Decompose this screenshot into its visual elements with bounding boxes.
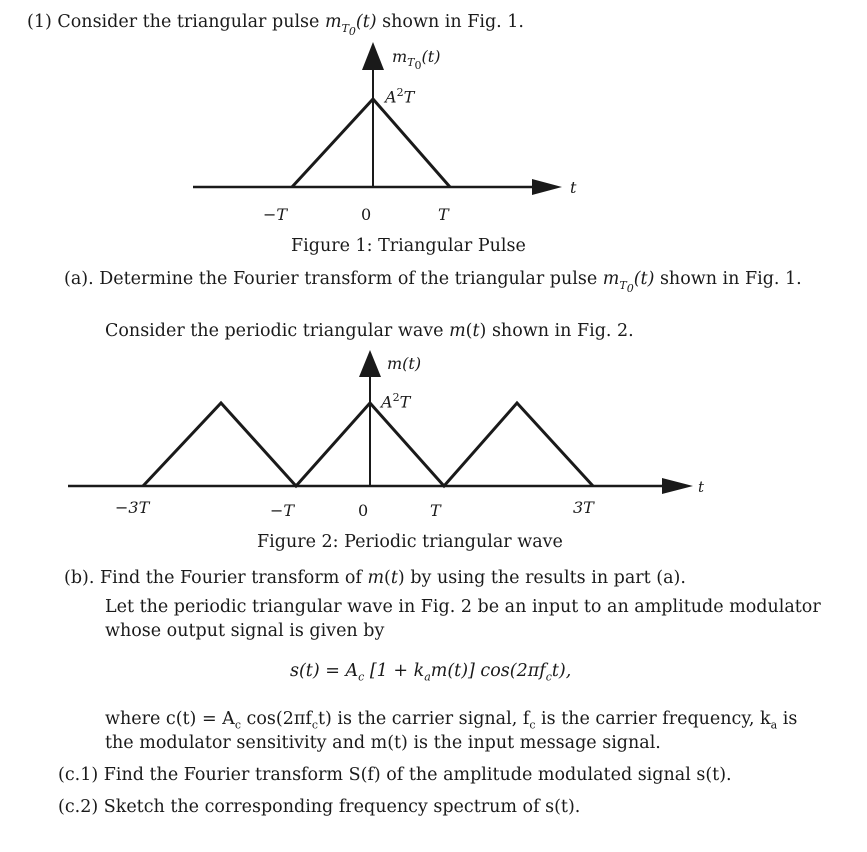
fig2-wave xyxy=(141,400,595,489)
fig2-tick-neg-t: −T xyxy=(270,501,295,520)
problem-intro-before: Consider the triangular pulse xyxy=(57,12,325,32)
fig1-triangle xyxy=(290,96,452,189)
fig2-x-arrow xyxy=(662,478,693,494)
fig1-x-arrow xyxy=(532,179,562,195)
fig2-tick-pos-t: T xyxy=(430,501,441,520)
fig2-x-label: t xyxy=(698,478,705,496)
part-c1-label: (c.1) xyxy=(58,765,99,785)
fig2-tick-zero: 0 xyxy=(358,501,369,520)
fig2-tick-pos-3t: 3T xyxy=(573,498,594,517)
where-line1: where c(t) = Ac cos(2πfct) is the carrie… xyxy=(105,709,798,732)
part-c2-text: Sketch the corresponding frequency spect… xyxy=(103,797,581,817)
part-c1-text: Find the Fourier transform S(f) of the a… xyxy=(103,765,732,785)
part-b-line1: (b). Find the Fourier transform of m(t) … xyxy=(64,568,686,588)
part-b-line2: Let the periodic triangular wave in Fig.… xyxy=(105,597,821,617)
fig1-caption: Figure 1: Triangular Pulse xyxy=(291,236,526,256)
part-b-label: (b). xyxy=(64,568,95,588)
part-a: (a). Determine the Fourier transform of … xyxy=(64,268,802,300)
fig1-tick-neg-t: −T xyxy=(263,205,288,224)
pulse-symbol: mT0(t) xyxy=(324,12,377,38)
part-c1: (c.1) Find the Fourier transform S(f) of… xyxy=(58,764,732,786)
part-c2: (c.2) Sketch the corresponding frequency… xyxy=(58,796,580,818)
consider-periodic: Consider the periodic triangular wave m(… xyxy=(105,321,634,341)
part-a-label: (a). xyxy=(64,269,94,289)
fig1-peak-label: A2T xyxy=(385,86,415,107)
fig1-y-label: mT0(t) xyxy=(392,47,441,73)
part-a-text-after: shown in Fig. 1. xyxy=(654,269,802,289)
problem-intro-after: shown in Fig. 1. xyxy=(376,12,524,32)
problem-number: (1) xyxy=(27,12,52,32)
fig2-y-arrow xyxy=(359,350,381,377)
where-line2: the modulator sensitivity and m(t) is th… xyxy=(105,733,661,753)
fig1-tick-pos-t: T xyxy=(438,205,449,224)
part-b-line3: whose output signal is given by xyxy=(105,621,385,641)
fig1-tick-zero: 0 xyxy=(361,205,372,224)
part-a-text-before: Determine the Fourier transform of the t… xyxy=(99,269,603,289)
am-equation: s(t) = Ac [1 + kam(t)] cos(2πfct), xyxy=(290,661,572,684)
fig2-caption: Figure 2: Periodic triangular wave xyxy=(257,532,563,552)
fig2-peak-label: A2T xyxy=(381,391,411,412)
problem-statement: (1) Consider the triangular pulse mT0(t)… xyxy=(27,11,524,43)
fig1-x-label: t xyxy=(570,178,577,197)
fig1-y-arrow xyxy=(362,42,384,70)
fig2-y-label: m(t) xyxy=(387,354,422,373)
pulse-symbol-a: mT0(t) xyxy=(602,269,655,295)
part-c2-label: (c.2) xyxy=(58,797,99,817)
fig2-tick-neg-3t: −3T xyxy=(115,498,150,517)
